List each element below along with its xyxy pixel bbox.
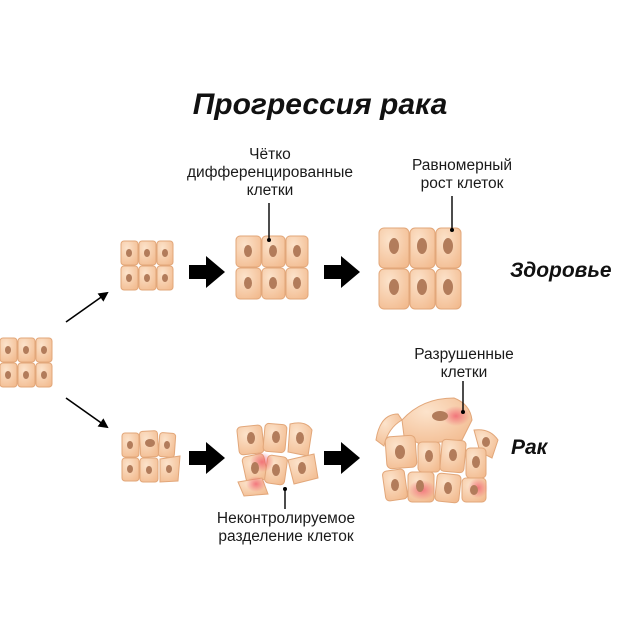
progress-arrow-healthy-2 [324,256,360,288]
label-differentiated-line-2: дифференцированные [187,164,353,181]
label-uncontrolled-line-1: Неконтролируемое [216,510,356,527]
label-destroyed-line-2: клетки [440,364,488,381]
progress-arrow-cancer-1 [189,442,225,474]
state-health-label: Здоровье [510,259,612,282]
label-uniform-growth: Равномерный рост клеток [392,157,532,193]
branch-arrow-up [65,291,109,323]
healthy-cells-stage-3 [378,227,462,310]
cancer-cells-stage-3 [375,397,499,504]
label-uniform-growth-line-1: Равномерный [411,157,513,174]
diagram-title: Прогрессия рака [192,88,448,121]
progress-arrow-healthy-1 [189,256,225,288]
origin-cell-cluster [0,337,53,388]
cancer-cells-stage-2 [236,422,319,497]
label-uniform-growth-line-2: рост клеток [420,175,504,192]
label-destroyed-line-1: Разрушенные [414,346,514,363]
cancer-cells-stage-1 [121,430,181,483]
state-cancer-label: Рак [511,436,548,459]
label-differentiated-line-1: Чётко [249,146,291,163]
healthy-cells-stage-2 [235,235,309,300]
healthy-cells-stage-1 [120,240,174,291]
label-differentiated-cells: Чётко дифференцированные клетки [170,146,370,200]
label-differentiated-line-3: клетки [246,182,294,199]
label-uncontrolled-division: Неконтролируемое разделение клеток [196,510,376,546]
branch-arrow-down [65,397,109,429]
progress-arrow-cancer-2 [324,442,360,474]
label-destroyed-cells: Разрушенные клетки [394,346,534,382]
label-uncontrolled-line-2: разделение клеток [218,528,354,545]
